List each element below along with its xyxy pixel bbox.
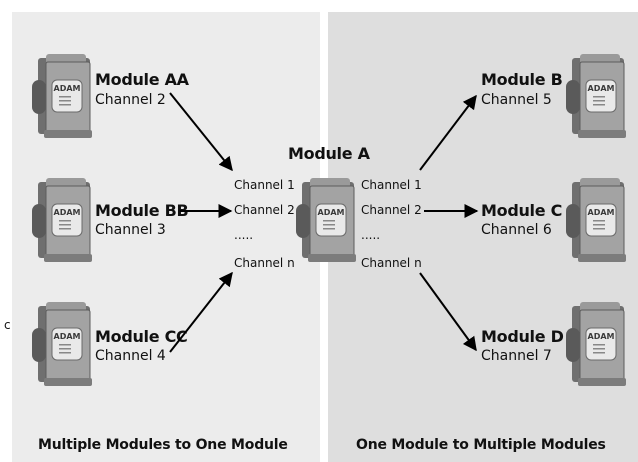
- center-right-channel-n: Channel n: [361, 256, 422, 270]
- arrow-channel-n-to-d: [419, 272, 477, 352]
- module-cc-device: ADAM: [32, 302, 96, 386]
- module-a-device: ADAM: [296, 178, 360, 262]
- module-aa-device: ADAM: [32, 54, 96, 138]
- center-right-channel-2: Channel 2: [361, 203, 422, 217]
- adam-logo-text: ADAM: [318, 208, 345, 217]
- center-right-channel-1: Channel 1: [361, 178, 422, 192]
- adam-logo-text: ADAM: [54, 332, 81, 341]
- module-d-device: ADAM: [566, 302, 630, 386]
- module-bb-device: ADAM: [32, 178, 96, 262]
- arrow-channel-1-to-b: [419, 94, 477, 171]
- module-b-title: Module B: [481, 70, 563, 89]
- module-a-title: Module A: [288, 144, 370, 163]
- module-b-device: ADAM: [566, 54, 630, 138]
- adam-logo-text: ADAM: [54, 84, 81, 93]
- module-bb-title: Module BB: [95, 201, 189, 220]
- adam-logo-text: ADAM: [54, 208, 81, 217]
- module-d-title: Module D: [481, 327, 564, 346]
- module-aa-channel: Channel 2: [95, 92, 166, 108]
- module-aa-title: Module AA: [95, 70, 189, 89]
- module-c-channel: Channel 6: [481, 222, 552, 238]
- arrow-aa-to-channel-1: [169, 92, 233, 172]
- left-panel-caption: Multiple Modules to One Module: [38, 437, 288, 453]
- adam-logo-text: ADAM: [588, 84, 615, 93]
- center-left-channel-ellipsis: .....: [234, 228, 254, 242]
- module-cc-title: Module CC: [95, 327, 188, 346]
- module-d-channel: Channel 7: [481, 348, 552, 364]
- module-c-title: Module C: [481, 201, 563, 220]
- adam-logo-text: ADAM: [588, 332, 615, 341]
- module-bb-channel: Channel 3: [95, 222, 166, 238]
- module-c-device: ADAM: [566, 178, 630, 262]
- center-left-channel-n: Channel n: [234, 256, 295, 270]
- center-left-channel-1: Channel 1: [234, 178, 295, 192]
- right-panel-caption: One Module to Multiple Modules: [356, 437, 606, 453]
- module-b-channel: Channel 5: [481, 92, 552, 108]
- center-left-channel-2: Channel 2: [234, 203, 295, 217]
- module-cc-channel: Channel 4: [95, 348, 166, 364]
- arrow-cc-to-channel-n: [169, 271, 233, 353]
- stray-mark: c: [4, 318, 11, 332]
- adam-logo-text: ADAM: [588, 208, 615, 217]
- center-right-channel-ellipsis: .....: [361, 228, 381, 242]
